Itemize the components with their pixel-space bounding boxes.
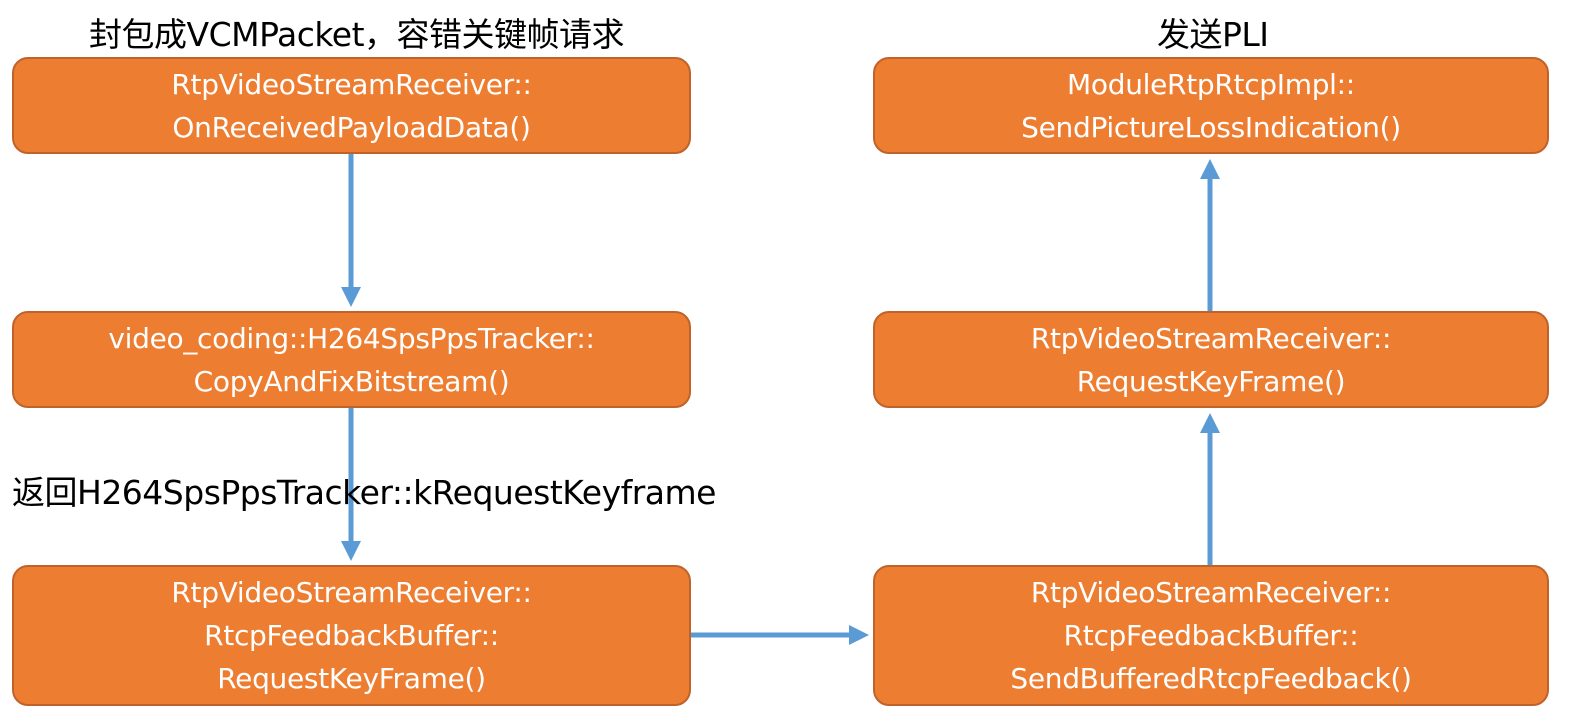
box-send-picture-loss-indication: ModuleRtpRtcpImpl:: SendPictureLossIndic… — [873, 57, 1549, 154]
caption-return-request-keyframe: 返回H264SpsPpsTracker::kRequestKeyframe — [12, 473, 716, 512]
box-on-received-payload-data: RtpVideoStreamReceiver:: OnReceivedPaylo… — [12, 57, 691, 154]
box4-line3: SendBufferedRtcpFeedback() — [1010, 662, 1412, 695]
box5-line2: RequestKeyFrame() — [1076, 364, 1346, 398]
caption-top-right: 发送PLI — [1157, 15, 1269, 54]
box3-line2: RtcpFeedbackBuffer:: — [204, 619, 499, 652]
box1-line1: RtpVideoStreamReceiver:: — [171, 67, 532, 101]
box6-line1: ModuleRtpRtcpImpl:: — [1067, 67, 1355, 101]
caption-top-left: 封包成VCMPacket，容错关键帧请求 — [89, 15, 625, 54]
box2-line1: video_coding::H264SpsPpsTracker:: — [108, 321, 595, 355]
box2-line2: CopyAndFixBitstream() — [193, 364, 510, 398]
box1-line2: OnReceivedPayloadData() — [172, 110, 531, 144]
box3-line3: RequestKeyFrame() — [217, 662, 486, 695]
box-feedback-request-key-frame: RtpVideoStreamReceiver:: RtcpFeedbackBuf… — [12, 565, 691, 706]
box4-line1: RtpVideoStreamReceiver:: — [1030, 576, 1392, 609]
box-request-key-frame: RtpVideoStreamReceiver:: RequestKeyFrame… — [873, 311, 1549, 408]
box5-line1: RtpVideoStreamReceiver:: — [1030, 321, 1392, 355]
box-send-buffered-rtcp-feedback: RtpVideoStreamReceiver:: RtcpFeedbackBuf… — [873, 565, 1549, 706]
box3-line1: RtpVideoStreamReceiver:: — [171, 576, 532, 609]
box-copy-and-fix-bitstream: video_coding::H264SpsPpsTracker:: CopyAn… — [12, 311, 691, 408]
box6-line2: SendPictureLossIndication() — [1021, 110, 1401, 144]
box4-line2: RtcpFeedbackBuffer:: — [1063, 619, 1359, 652]
